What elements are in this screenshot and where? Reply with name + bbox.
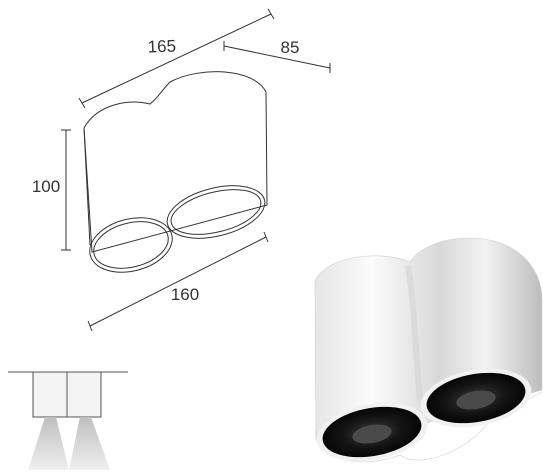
dimension-label-base: 160 [171, 285, 199, 304]
beam-right [69, 417, 110, 470]
dimension-label-width: 165 [147, 37, 176, 57]
body-left-edge [83, 127, 91, 246]
dimension-label-depth: 85 [281, 38, 300, 57]
dimension-label-height: 100 [32, 177, 60, 196]
dimension-line-height [61, 129, 71, 251]
double-downlight-render [314, 237, 543, 463]
double-beam-icon [8, 371, 128, 470]
body-outline [83, 71, 268, 253]
beam-left [28, 417, 69, 470]
dimension-line-base [87, 231, 269, 332]
outline-drawing [61, 8, 331, 332]
dimension-line-width [78, 8, 275, 109]
aperture-left-outline [89, 217, 173, 273]
aperture-right-outline [166, 185, 266, 239]
dimension-line-depth [223, 41, 331, 73]
